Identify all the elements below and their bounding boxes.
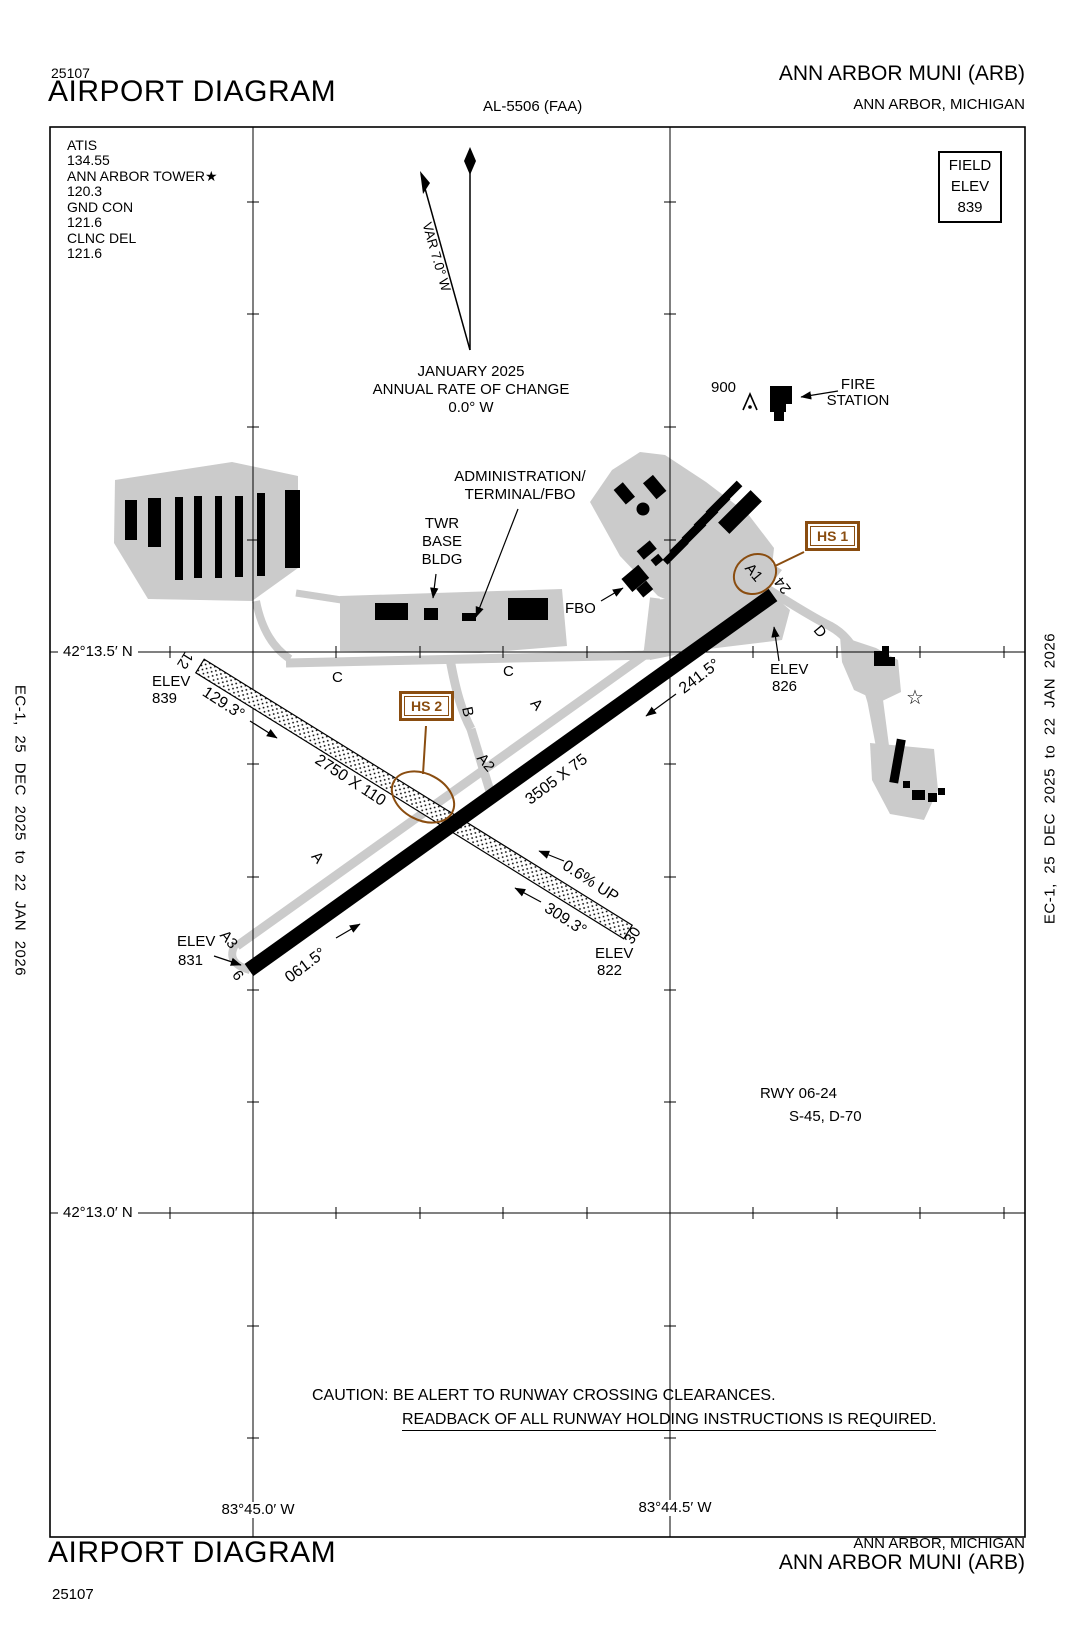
comm-line: 120.3 [67, 183, 103, 199]
page-title-top: AIRPORT DIAGRAM [48, 75, 337, 108]
hotspot-label: HS 2 [404, 696, 450, 716]
variation-date: JANUARY 2025 [417, 363, 525, 380]
fire-station-label: STATION [826, 392, 890, 409]
admin-terminal-label: ADMINISTRATION/ [454, 468, 586, 485]
page-title-bottom: AIRPORT DIAGRAM [48, 1536, 337, 1569]
fbo-label: FBO [565, 600, 596, 617]
longitude-label-1: 83°45.0′ W [198, 1502, 318, 1518]
admin-terminal-label: TERMINAL/FBO [464, 486, 576, 503]
hotspot-circles [390, 551, 805, 824]
caution-line2: READBACK OF ALL RUNWAY HOLDING INSTRUCTI… [402, 1412, 937, 1431]
airport-city-bottom: ANN ARBOR, MICHIGAN [853, 1535, 1025, 1552]
runway-06-24 [244, 588, 778, 977]
comm-line: CLNC DEL [67, 230, 137, 246]
effective-dates-right: EC-1, 25 DEC 2025 to 22 JAN 2026 [1041, 632, 1059, 925]
latitude-label-1: 42°13.5′ N [58, 644, 138, 660]
taxiway-label-c: C [503, 663, 514, 680]
graticule [49, 126, 1026, 1538]
obstruction-height: 900 [711, 379, 737, 396]
chart-id: AL-5506 (FAA) [483, 98, 583, 115]
comm-line: 134.55 [67, 152, 110, 168]
fire-station-label: FIRE [840, 376, 876, 393]
latitude-label-2: 42°13.0′ N [58, 1205, 138, 1221]
elev-rwy24-value: 826 [772, 678, 798, 695]
elev-rwy24: ELEV [770, 661, 809, 678]
comm-line: ATIS [67, 137, 98, 153]
elev-rwy12-value: 839 [152, 690, 178, 707]
plate-number-top: 25107 [51, 65, 90, 81]
caution-line1: CAUTION: BE ALERT TO RUNWAY CROSSING CLE… [312, 1387, 776, 1404]
comm-line: 121.6 [67, 245, 103, 261]
plate-number-bottom: 25107 [52, 1586, 94, 1603]
twr-base-label: TWR [424, 515, 460, 532]
runway-data-line2: S-45, D-70 [789, 1108, 862, 1125]
elev-rwy6: ELEV [177, 933, 216, 950]
field-elev-line: ELEV [950, 178, 990, 195]
comm-line: 121.6 [67, 214, 103, 230]
elev-rwy30-value: 822 [597, 962, 623, 979]
taxiway-label-c: C [332, 669, 343, 686]
comm-line: GND CON [67, 199, 134, 215]
elev-rwy6-value: 831 [178, 952, 204, 969]
elev-rwy30: ELEV [595, 945, 634, 962]
comm-line: ANN ARBOR TOWER★ [67, 168, 218, 184]
elev-rwy12: ELEV [152, 673, 191, 690]
annual-rate-label: ANNUAL RATE OF CHANGE [372, 381, 570, 398]
annual-rate-value: 0.0° W [448, 399, 494, 416]
runway-12-30 [194, 658, 634, 940]
beacon-star-icon: ☆ [906, 687, 924, 709]
hotspot-label: HS 1 [810, 526, 856, 546]
twr-base-label: BASE [421, 533, 463, 550]
field-elev-value: 839 [957, 199, 983, 216]
field-elev-line: FIELD [948, 157, 992, 174]
twr-base-label: BLDG [421, 551, 463, 568]
airport-name-bottom: ANN ARBOR MUNI (ARB) [778, 1551, 1025, 1574]
runway-data-line1: RWY 06-24 [760, 1085, 837, 1102]
taxiway-stroke-layer [228, 573, 889, 974]
longitude-label-2: 83°44.5′ W [615, 1500, 735, 1516]
airport-name-top: ANN ARBOR MUNI (ARB) [778, 62, 1025, 85]
effective-dates-left: EC-1, 25 DEC 2025 to 22 JAN 2026 [11, 684, 29, 977]
building-layer [125, 386, 945, 802]
hotspot-box-hs2: HS 2 [399, 691, 455, 721]
north-arrow [420, 147, 476, 351]
airport-city-top: ANN ARBOR, MICHIGAN [853, 96, 1025, 113]
obstruction-icon [742, 392, 758, 411]
leader-arrows [213, 390, 839, 966]
field-elev-box: FIELD ELEV 839 [938, 151, 1002, 223]
hotspot-box-hs1: HS 1 [805, 521, 861, 551]
